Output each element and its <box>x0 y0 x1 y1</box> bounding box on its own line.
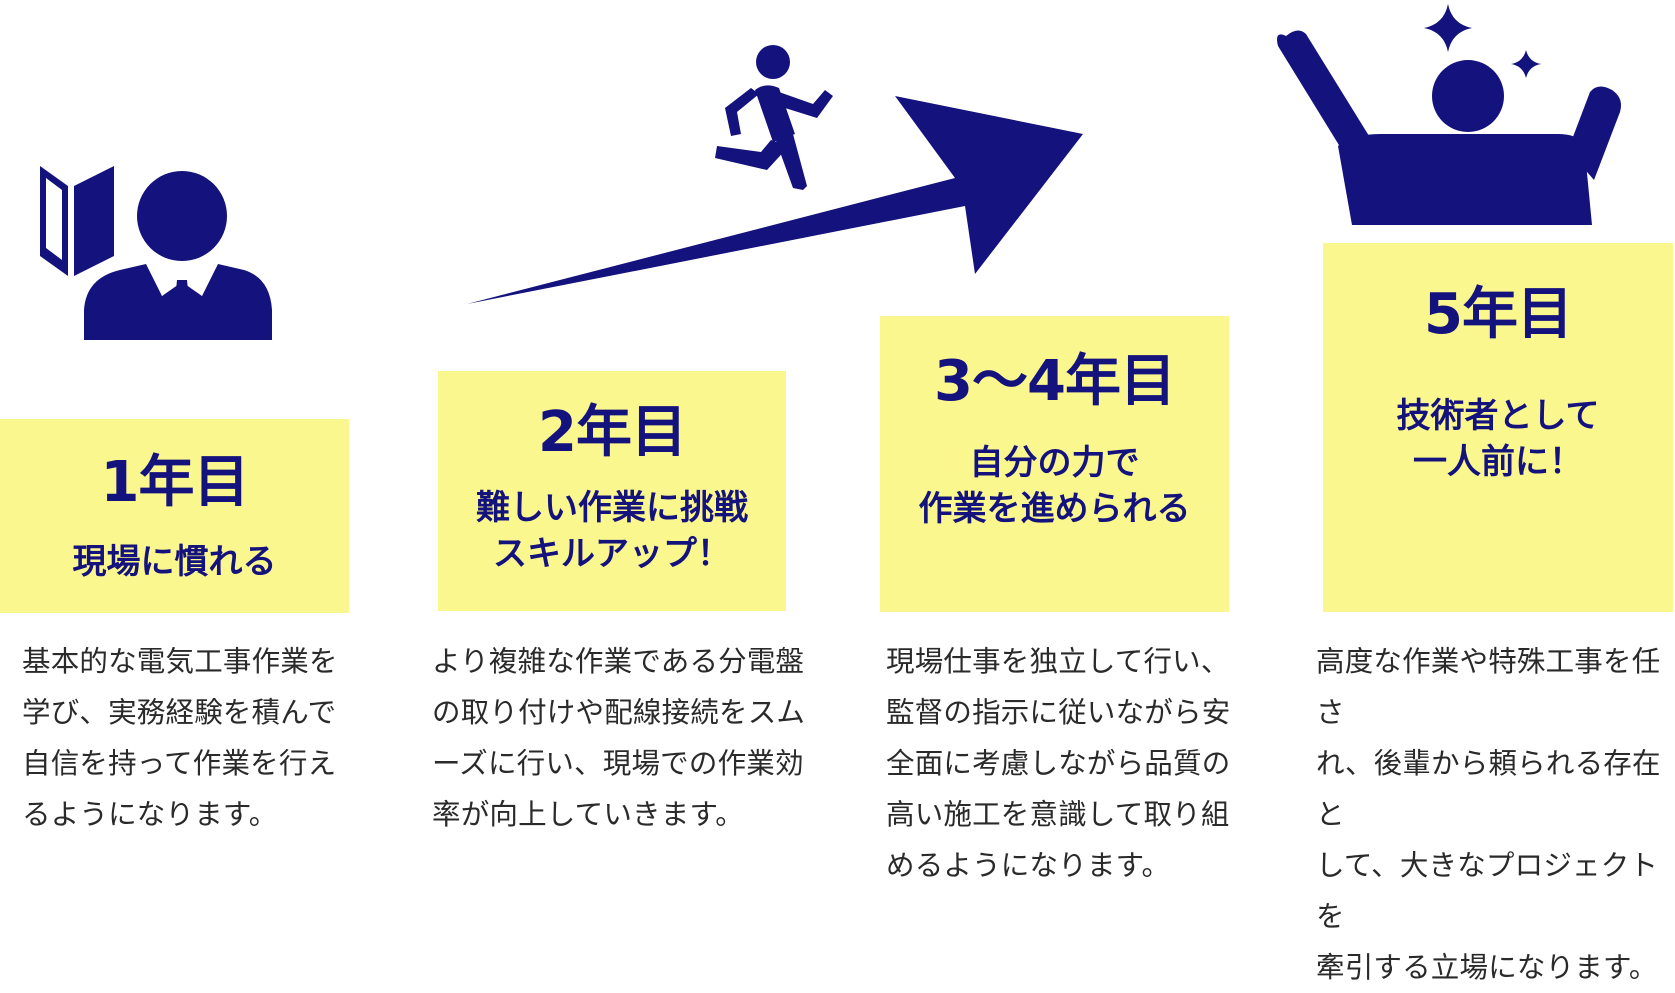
cheering-body-icon <box>1338 134 1592 225</box>
stage-4-label: 5年目 <box>1424 282 1573 347</box>
running-arrow-icon <box>467 45 1083 304</box>
stage-4-box: 5年目 技術者として 一人前に！ <box>1323 243 1673 612</box>
cheering-person-icon <box>1277 4 1621 225</box>
stage-1-description: 基本的な電気工事作業を 学び、実務経験を積んで 自信を持って作業を行え るように… <box>22 645 338 831</box>
stage-4-description: 高度な作業や特殊工事を任さ れ、後輩から頼られる存在と して、大きなプロジェクト… <box>1316 645 1661 984</box>
sparkle-small-icon <box>1511 50 1541 78</box>
cheering-head-icon <box>1432 60 1504 132</box>
stage-2-description: より複雑な作業である分電盤 の取り付けや配線接続をスム ーズに行い、現場での作業… <box>432 645 806 831</box>
stage-3-label: 3〜4年目 <box>934 349 1176 414</box>
stage-1-label: 1年目 <box>100 450 250 515</box>
beginner-businessman-icon <box>40 166 272 340</box>
stage-4-headline: 技術者として 一人前に！ <box>1396 396 1600 482</box>
stage-1-headline: 現場に慣れる <box>72 542 277 582</box>
arrow-icon <box>467 96 1083 304</box>
runner-icon <box>715 45 833 190</box>
stage-2-label: 2年目 <box>538 400 687 465</box>
stage-1-box: 1年目 現場に慣れる <box>0 419 349 613</box>
stage-2-box: 2年目 難しい作業に挑戦 スキルアップ！ <box>438 371 786 611</box>
stage-3-headline: 自分の力で 作業を進められる <box>918 443 1191 529</box>
sparkle-large-icon <box>1424 4 1472 52</box>
stage-3-description: 現場仕事を独立して行い、 監督の指示に従いながら安 全面に考慮しながら品質の 高… <box>886 645 1231 882</box>
stage-2-headline: 難しい作業に挑戦 スキルアップ！ <box>476 488 748 574</box>
stage-3-box: 3〜4年目 自分の力で 作業を進められる <box>880 316 1229 612</box>
businessman-head-icon <box>137 171 227 261</box>
